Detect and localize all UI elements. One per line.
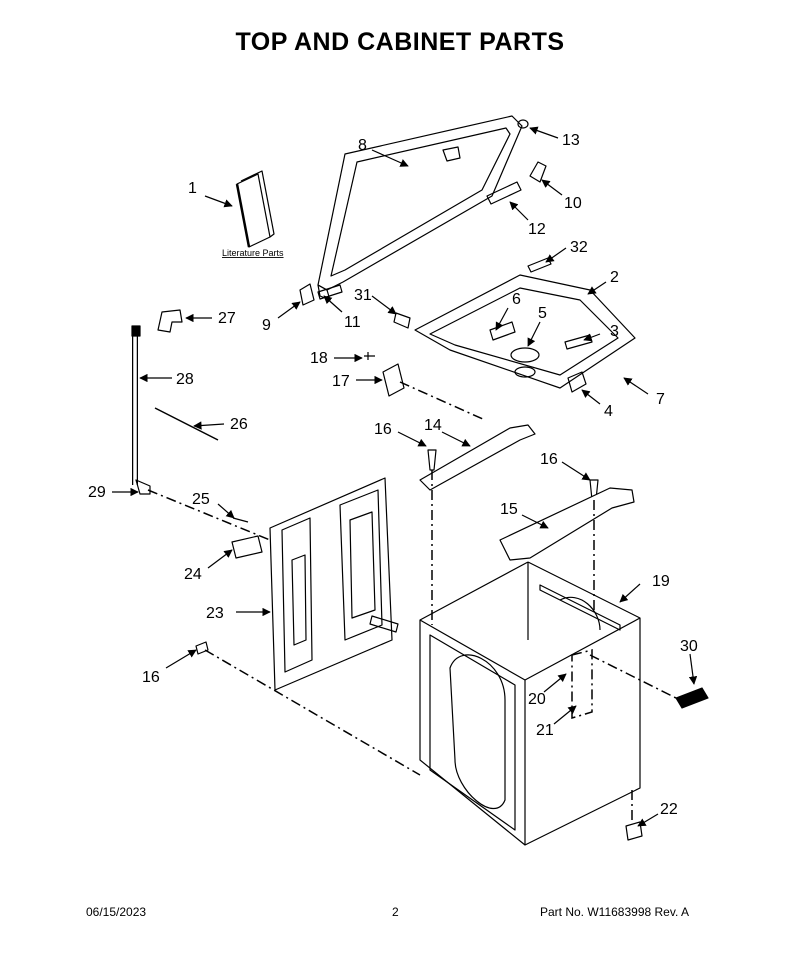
leader-arrow bbox=[619, 583, 641, 603]
leader-arrow bbox=[623, 377, 649, 395]
footer-part-number: Part No. W11683998 Rev. A bbox=[540, 905, 689, 919]
callout-23: 23 bbox=[206, 605, 224, 622]
leader-arrow bbox=[581, 389, 601, 405]
page-title: TOP AND CABINET PARTS bbox=[235, 28, 565, 56]
latch-icon bbox=[527, 257, 552, 273]
cabinet-cover-icon bbox=[675, 687, 709, 709]
leader-arrow bbox=[217, 503, 235, 519]
leader-arrow bbox=[397, 431, 427, 447]
callout-20: 20 bbox=[528, 691, 546, 708]
water-inlet-valve-icon bbox=[231, 535, 263, 559]
leader-arrow bbox=[688, 653, 698, 685]
hinge-bracket-icon bbox=[317, 284, 343, 300]
literature-parts-label: Literature Parts bbox=[222, 248, 284, 258]
leader-arrow bbox=[583, 333, 601, 342]
assembly-line bbox=[589, 654, 681, 701]
leader-arrow bbox=[545, 247, 567, 263]
callout-18: 18 bbox=[310, 350, 328, 367]
lid-frame-shape bbox=[317, 115, 523, 301]
drain-hose-shape bbox=[131, 325, 151, 495]
leader-arrow bbox=[371, 149, 409, 167]
callout-16-bottom: 16 bbox=[142, 669, 160, 686]
leader-arrow bbox=[527, 321, 541, 347]
grommet-icon bbox=[517, 119, 529, 129]
leader-arrow bbox=[323, 295, 343, 313]
inlet-fitting-icon bbox=[369, 615, 399, 633]
switch-icon bbox=[486, 181, 522, 205]
assembly-line bbox=[147, 489, 271, 541]
cabinet-shape bbox=[419, 561, 641, 846]
leader-arrow bbox=[521, 514, 549, 529]
leader-arrow bbox=[441, 431, 471, 447]
callout-11: 11 bbox=[344, 314, 361, 331]
callout-19: 19 bbox=[652, 573, 670, 590]
callout-6: 6 bbox=[512, 291, 521, 308]
callout-22: 22 bbox=[660, 801, 678, 818]
callout-24: 24 bbox=[184, 566, 202, 583]
top-panel-shape bbox=[414, 274, 636, 393]
screw-icon bbox=[195, 641, 209, 655]
callout-32: 32 bbox=[570, 239, 588, 256]
assembly-line bbox=[204, 649, 421, 776]
callout-3: 3 bbox=[610, 323, 619, 340]
hinge-pin-icon bbox=[393, 312, 411, 329]
front-bracket-shape bbox=[419, 424, 536, 491]
callout-14: 14 bbox=[424, 417, 442, 434]
leader-arrow bbox=[495, 307, 509, 331]
leader-arrow bbox=[561, 461, 591, 481]
callout-15: 15 bbox=[500, 501, 518, 518]
callout-28: 28 bbox=[176, 371, 194, 388]
leader-arrow bbox=[193, 421, 225, 430]
callout-13: 13 bbox=[562, 132, 580, 149]
literature-booklet-icon bbox=[235, 170, 275, 248]
leader-arrow bbox=[204, 195, 233, 208]
hinge-icon bbox=[299, 283, 315, 306]
callout-17: 17 bbox=[332, 373, 350, 390]
leader-arrow bbox=[277, 301, 301, 319]
leader-arrow bbox=[587, 281, 607, 295]
lid-lock-icon bbox=[529, 161, 547, 183]
leveling-leg-icon bbox=[625, 821, 643, 841]
hose-clamp-wire-icon bbox=[154, 407, 219, 441]
callout-29: 29 bbox=[88, 484, 106, 501]
hose-elbow-icon bbox=[157, 309, 183, 333]
assembly-line bbox=[571, 649, 593, 720]
callout-5: 5 bbox=[538, 305, 547, 322]
rear-bracket-shape bbox=[499, 487, 635, 561]
screw-icon bbox=[364, 352, 375, 360]
callout-16-right: 16 bbox=[540, 451, 558, 468]
callout-16-top: 16 bbox=[374, 421, 392, 438]
leader-arrow bbox=[541, 179, 563, 196]
callout-30: 30 bbox=[680, 638, 698, 655]
screw-icon bbox=[427, 449, 437, 471]
callout-25: 25 bbox=[192, 491, 210, 508]
callout-1: 1 bbox=[188, 180, 197, 197]
leader-arrow bbox=[529, 126, 559, 139]
callout-7: 7 bbox=[656, 391, 665, 408]
callout-9: 9 bbox=[262, 317, 271, 334]
assembly-line bbox=[399, 381, 486, 421]
callout-8: 8 bbox=[358, 137, 367, 154]
callout-4: 4 bbox=[604, 403, 613, 420]
callout-2: 2 bbox=[610, 269, 619, 286]
footer-page-number: 2 bbox=[392, 905, 399, 919]
screw-icon bbox=[232, 517, 249, 523]
bracket-icon bbox=[382, 363, 405, 397]
leader-arrow bbox=[509, 201, 529, 221]
rear-panel-shape bbox=[269, 477, 393, 691]
leader-arrow bbox=[637, 813, 659, 827]
leader-arrow bbox=[371, 295, 397, 315]
footer-date: 06/15/2023 bbox=[86, 905, 147, 919]
leader-arrow bbox=[553, 705, 577, 725]
callout-12: 12 bbox=[528, 221, 546, 238]
callout-10: 10 bbox=[564, 195, 582, 212]
leader-arrow bbox=[207, 549, 233, 569]
callout-31: 31 bbox=[354, 287, 372, 304]
leader-arrow bbox=[165, 649, 197, 669]
leader-arrow bbox=[543, 673, 567, 693]
callout-27: 27 bbox=[218, 310, 236, 327]
callout-21: 21 bbox=[536, 722, 554, 739]
callout-26: 26 bbox=[230, 416, 248, 433]
